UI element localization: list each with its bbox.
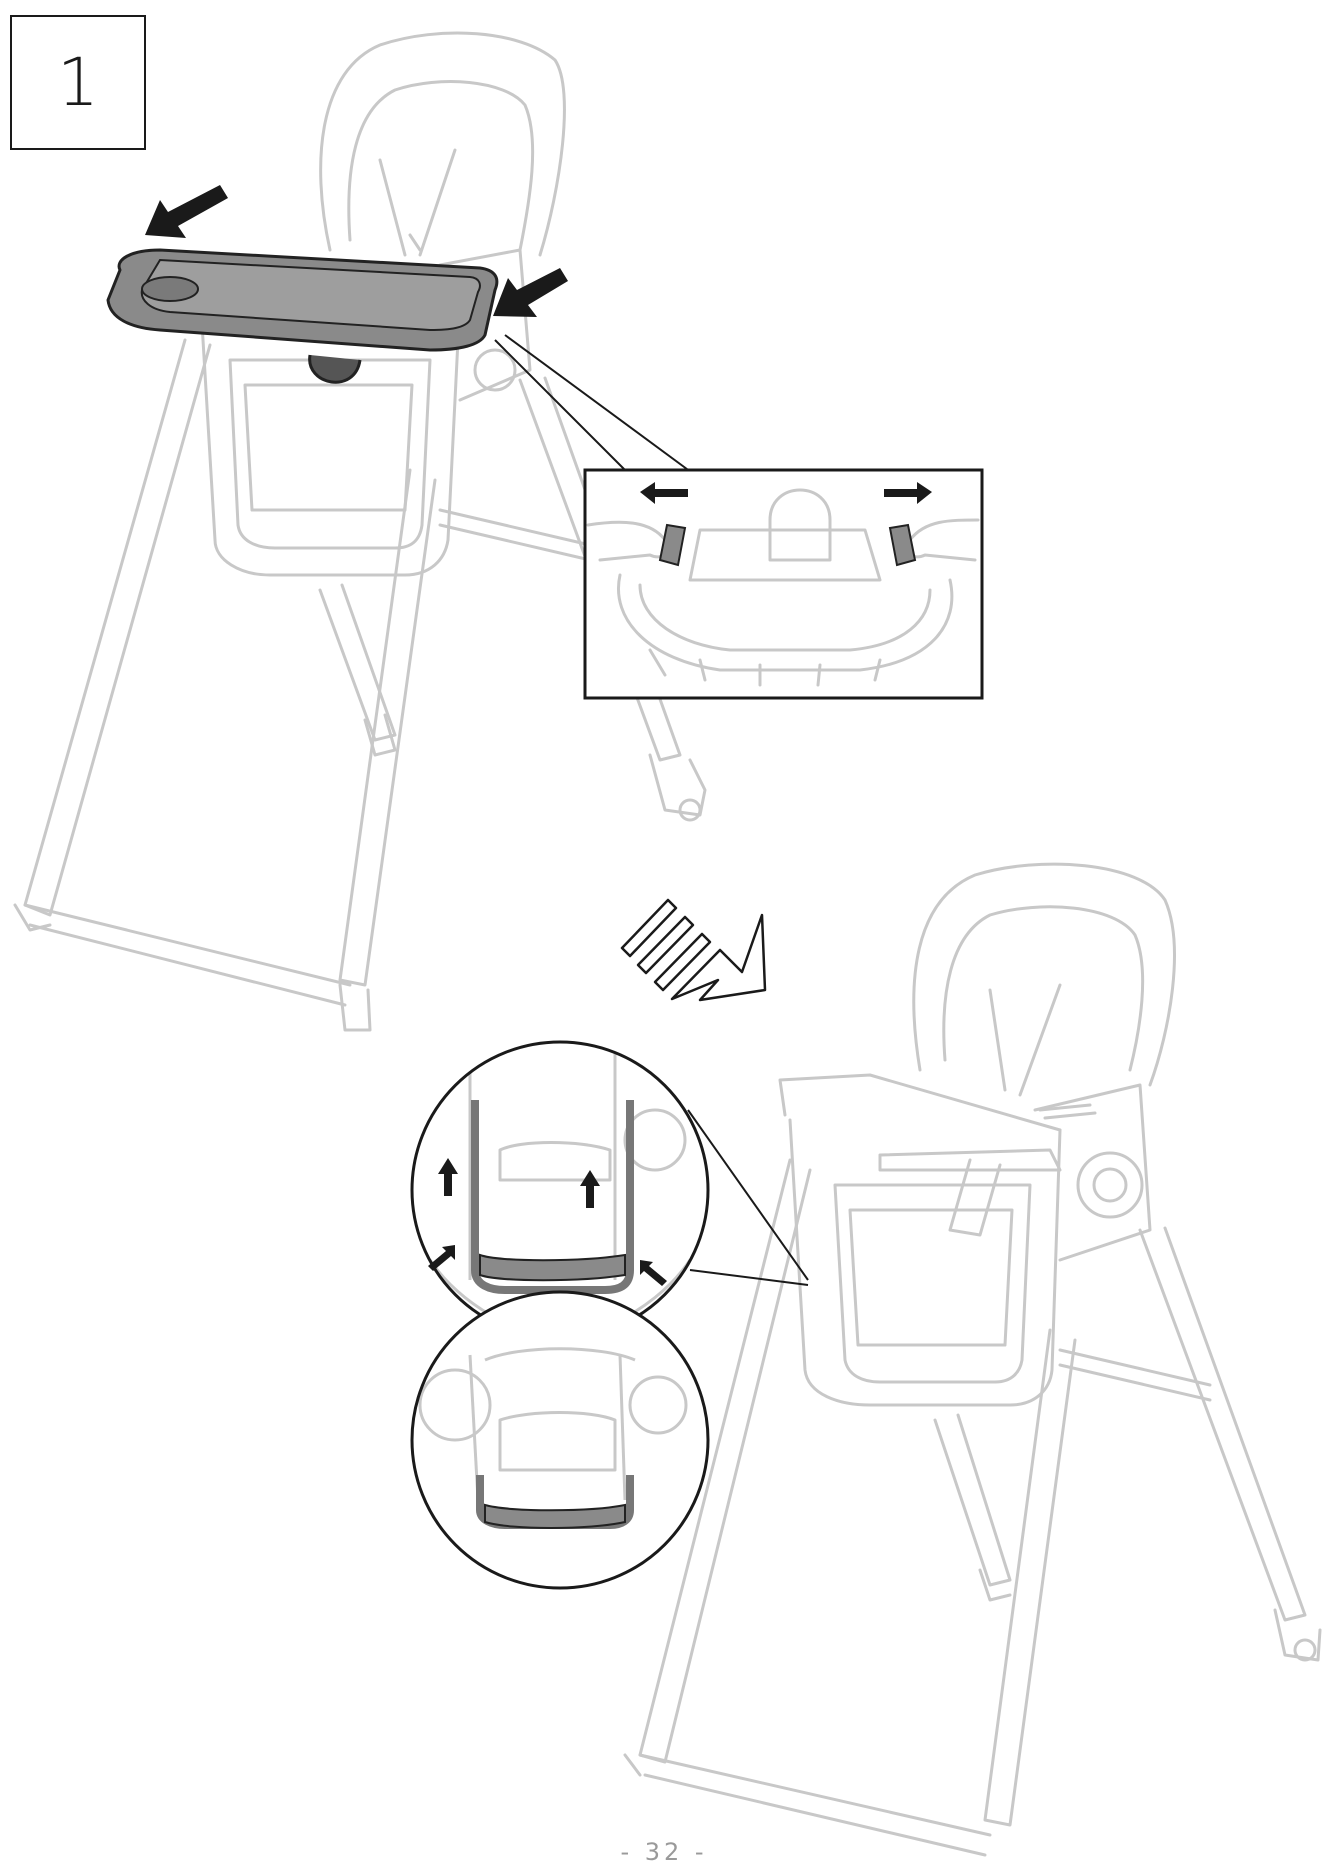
detail-inset-tray-release: [583, 468, 984, 700]
arrow-icon: [640, 482, 932, 504]
high-chair-with-tray: [13, 31, 707, 1032]
zoom-circle-lever-released: [410, 1290, 710, 1590]
high-chair-without-tray: [623, 862, 1322, 1857]
step-number-box: 1: [10, 15, 146, 150]
striped-arrow-icon: [620, 898, 767, 1002]
page-number: - 32 -: [620, 1838, 708, 1866]
food-tray: [106, 248, 499, 384]
arrow-up-icon: [438, 1158, 600, 1208]
arrow-icon: [428, 1245, 667, 1286]
arrow-icon: [145, 185, 568, 317]
zoom-circle-lever-push: [410, 1040, 710, 1340]
step-number: 1: [57, 43, 99, 121]
